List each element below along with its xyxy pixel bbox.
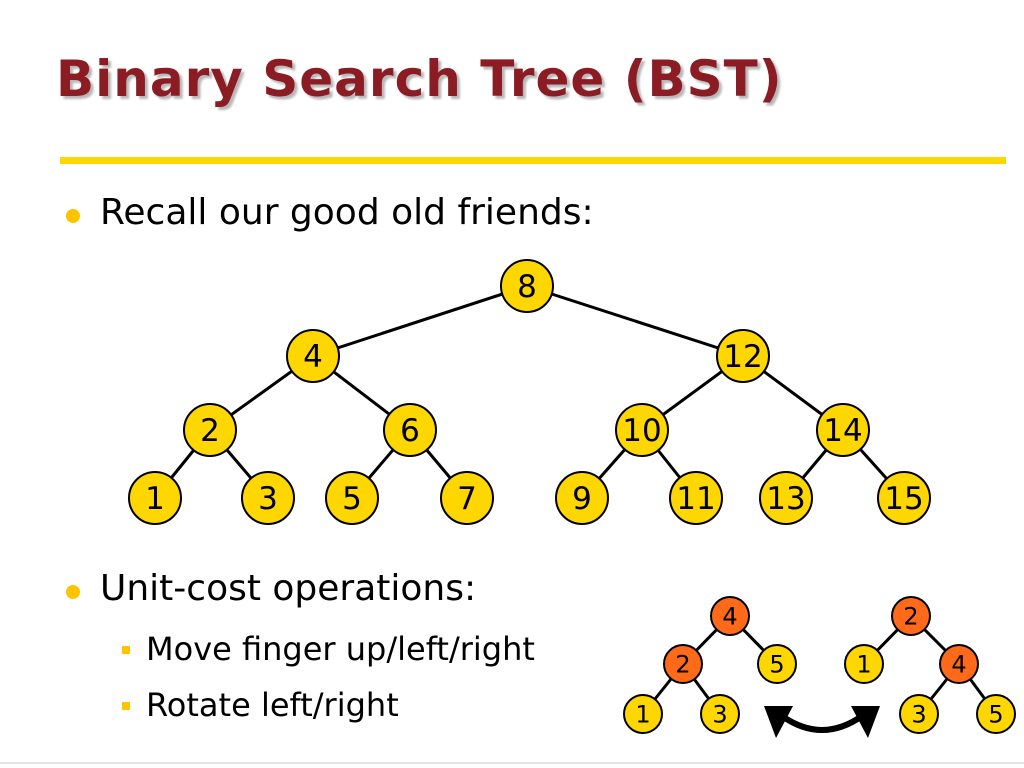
right-tree-node-label: 4 xyxy=(951,651,966,679)
main-tree-node xyxy=(877,471,931,525)
right-tree-node xyxy=(899,694,939,734)
main-tree-node xyxy=(759,471,813,525)
rotation-after-diagram: 2 1 43 5 xyxy=(844,596,1016,734)
main-tree-node-label: 14 xyxy=(823,413,862,449)
left-tree-node xyxy=(663,644,703,684)
main-tree-node-label: 10 xyxy=(622,413,661,449)
rotation-arrowhead-right-icon xyxy=(851,706,880,738)
right-tree-node xyxy=(939,644,979,684)
main-tree-node xyxy=(241,471,295,525)
slide-title: Binary Search Tree (BST) xyxy=(56,50,783,108)
main-tree-node xyxy=(716,329,770,383)
right-tree-node-label: 2 xyxy=(903,603,918,631)
sub-bullet-square-icon xyxy=(122,646,130,654)
sub-bullet-move: Move finger up/left/right xyxy=(122,630,535,668)
left-tree-node-label: 4 xyxy=(722,603,737,631)
right-tree-node xyxy=(844,644,884,684)
main-tree-node-label: 2 xyxy=(200,413,220,449)
main-tree-node xyxy=(500,259,554,313)
main-tree-node-label: 8 xyxy=(517,269,537,305)
bullet-operations: Unit-cost operations: xyxy=(66,568,477,609)
right-tree-node xyxy=(976,694,1016,734)
main-tree-node-label: 11 xyxy=(676,481,715,517)
main-tree-node-label: 7 xyxy=(457,481,477,517)
right-tree-node-label: 5 xyxy=(988,701,1003,729)
title-divider xyxy=(60,157,1006,164)
right-tree-node xyxy=(891,596,931,636)
main-tree-node xyxy=(183,403,237,457)
main-tree-node-label: 5 xyxy=(342,481,362,517)
left-tree-node-label: 3 xyxy=(712,701,727,729)
left-tree-node xyxy=(710,596,750,636)
main-tree-node xyxy=(555,471,609,525)
footer-divider xyxy=(0,762,1024,764)
main-tree-node-label: 3 xyxy=(258,481,278,517)
main-tree-node-label: 1 xyxy=(145,481,165,517)
sub-bullet-rotate: Rotate left/right xyxy=(122,686,399,724)
main-tree-node-label: 4 xyxy=(303,339,323,375)
bullet-operations-text: Unit-cost operations: xyxy=(100,568,477,609)
bullet-dot-icon xyxy=(66,585,80,599)
main-tree-edge xyxy=(312,284,528,358)
left-tree-node-label: 1 xyxy=(635,701,650,729)
main-tree-node xyxy=(286,329,340,383)
rotation-before-diagram: 4 2 5 1 3 xyxy=(623,596,797,734)
sub-bullet-move-text: Move finger up/left/right xyxy=(146,630,535,668)
sub-bullet-square-icon xyxy=(122,702,130,710)
sub-bullet-rotate-text: Rotate left/right xyxy=(146,686,399,724)
main-tree-node-label: 9 xyxy=(572,481,592,517)
left-tree-node-label: 5 xyxy=(769,651,784,679)
main-tree-node-label: 15 xyxy=(884,481,923,517)
main-tree-edge xyxy=(526,284,744,358)
bullet-dot-icon xyxy=(66,209,80,223)
left-tree-node-label: 2 xyxy=(675,651,690,679)
main-tree-node xyxy=(816,403,870,457)
main-tree-node-label: 12 xyxy=(723,339,762,375)
left-tree-node xyxy=(623,694,663,734)
right-tree-node-label: 1 xyxy=(856,651,871,679)
main-tree-node-label: 13 xyxy=(766,481,805,517)
left-tree-node xyxy=(700,694,740,734)
rotation-arrowhead-left-icon xyxy=(764,706,793,738)
bullet-recall: Recall our good old friends: xyxy=(66,192,594,233)
main-tree-node xyxy=(383,403,437,457)
right-tree-node-label: 3 xyxy=(911,701,926,729)
main-tree-node xyxy=(325,471,379,525)
main-tree-node xyxy=(615,403,669,457)
main-tree-node xyxy=(440,471,494,525)
main-tree-node-label: 6 xyxy=(400,413,420,449)
main-tree-node xyxy=(128,471,182,525)
left-tree-node xyxy=(757,644,797,684)
bullet-recall-text: Recall our good old friends: xyxy=(100,192,594,233)
rotation-double-arrow-icon xyxy=(779,713,865,733)
main-tree-node xyxy=(669,471,723,525)
